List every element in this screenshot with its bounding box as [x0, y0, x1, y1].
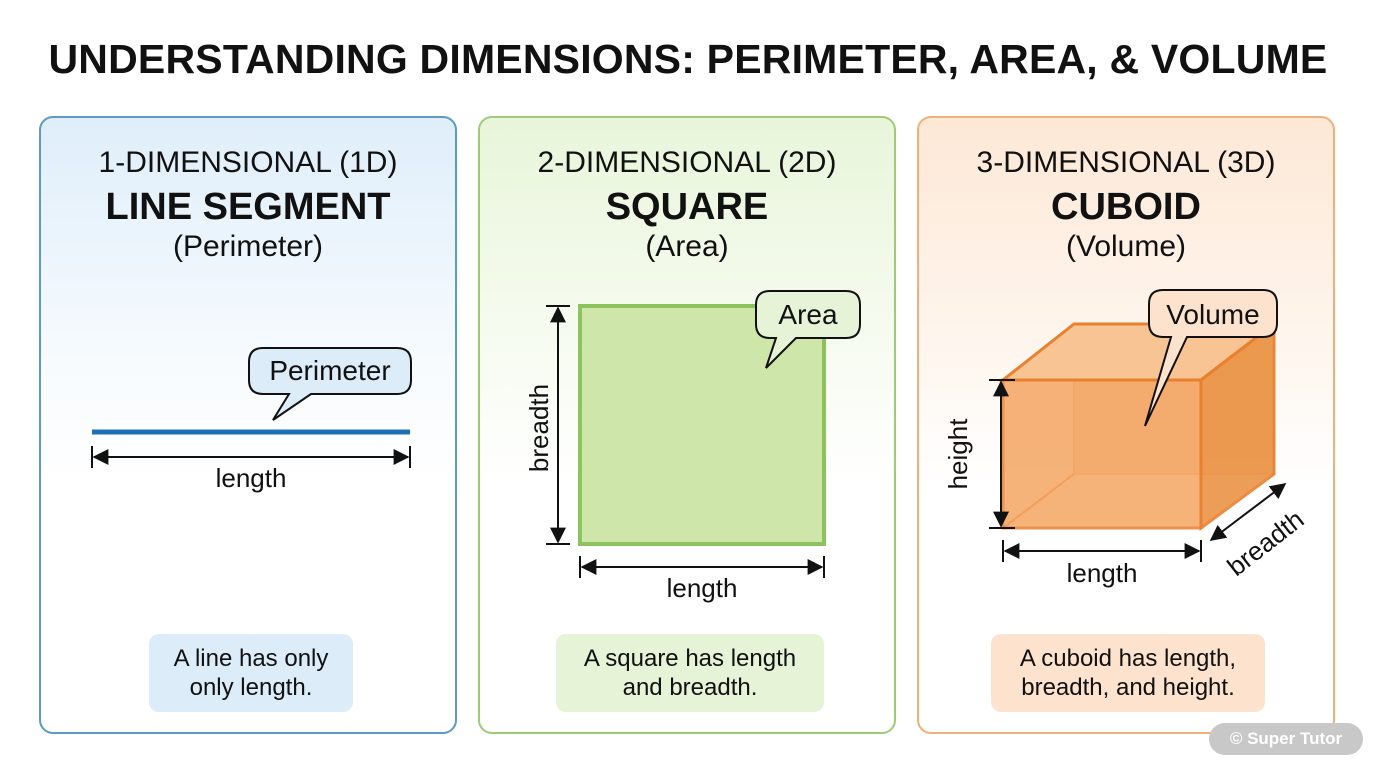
cuboid-figure: Volume height length breadth — [943, 289, 1309, 588]
panel-measure-label: (Area) — [645, 230, 729, 263]
perimeter-callout: Perimeter — [248, 347, 412, 421]
panel-measure-label: (Perimeter) — [172, 230, 323, 263]
length-label: length — [667, 573, 738, 603]
panel-dimension-label: 1-DIMENSIONAL (1D) — [98, 146, 398, 179]
breadth-label: breadth — [524, 384, 554, 472]
caption-line: breadth, and height. — [1021, 674, 1235, 701]
panel-shape-name: CUBOID — [1051, 186, 1201, 228]
panel-dimension-label: 3-DIMENSIONAL (3D) — [976, 146, 1276, 179]
height-dimension-arrow — [989, 379, 1015, 529]
panel-dimension-label: 2-DIMENSIONAL (2D) — [537, 146, 837, 179]
length-label: length — [1067, 558, 1138, 588]
panel-2d: 2-DIMENSIONAL (2D) SQUARE (Area) Area br… — [478, 116, 896, 734]
caption-3d: A cuboid has length, breadth, and height… — [991, 634, 1265, 712]
callout-label: Perimeter — [269, 355, 390, 386]
callout-label: Volume — [1166, 299, 1259, 330]
panel-shape-name: LINE SEGMENT — [105, 186, 391, 228]
length-dimension-arrow — [579, 556, 825, 578]
page-title: UNDERSTANDING DIMENSIONS: PERIMETER, ARE… — [48, 36, 1328, 82]
caption-line: A square has length — [583, 645, 797, 672]
panel-1d: 1-DIMENSIONAL (1D) LINE SEGMENT (Perimet… — [39, 116, 457, 734]
caption-line: and breadth. — [622, 674, 758, 701]
cuboid-shape — [998, 320, 1279, 531]
length-dimension-arrow — [1002, 540, 1202, 562]
breadth-label: breadth — [1221, 504, 1309, 582]
caption-2d: A square has length and breadth. — [556, 634, 824, 712]
breadth-dimension-arrow — [1209, 483, 1287, 541]
watermark-badge: © Super Tutor — [1209, 723, 1363, 755]
area-callout: Area — [755, 290, 861, 369]
line-segment-figure: Perimeter length — [91, 347, 412, 493]
caption-1d: A line has only only length. — [149, 634, 353, 712]
caption-line: A cuboid has length, — [1019, 645, 1237, 672]
length-dimension-arrow — [91, 446, 411, 468]
caption-line: only length. — [189, 674, 313, 701]
breadth-dimension-arrow — [546, 305, 570, 545]
panel-shape-name: SQUARE — [605, 186, 769, 228]
panel-3d: 3-DIMENSIONAL (3D) CUBOID (Volume) Volum… — [917, 116, 1335, 734]
panel-measure-label: (Volume) — [1065, 230, 1187, 263]
volume-callout: Volume — [1144, 289, 1278, 427]
caption-line: A line has only — [173, 645, 329, 672]
callout-label: Area — [778, 299, 838, 330]
length-label: length — [216, 463, 287, 493]
height-label: height — [943, 418, 973, 490]
square-figure: Area breadth length — [524, 290, 861, 603]
